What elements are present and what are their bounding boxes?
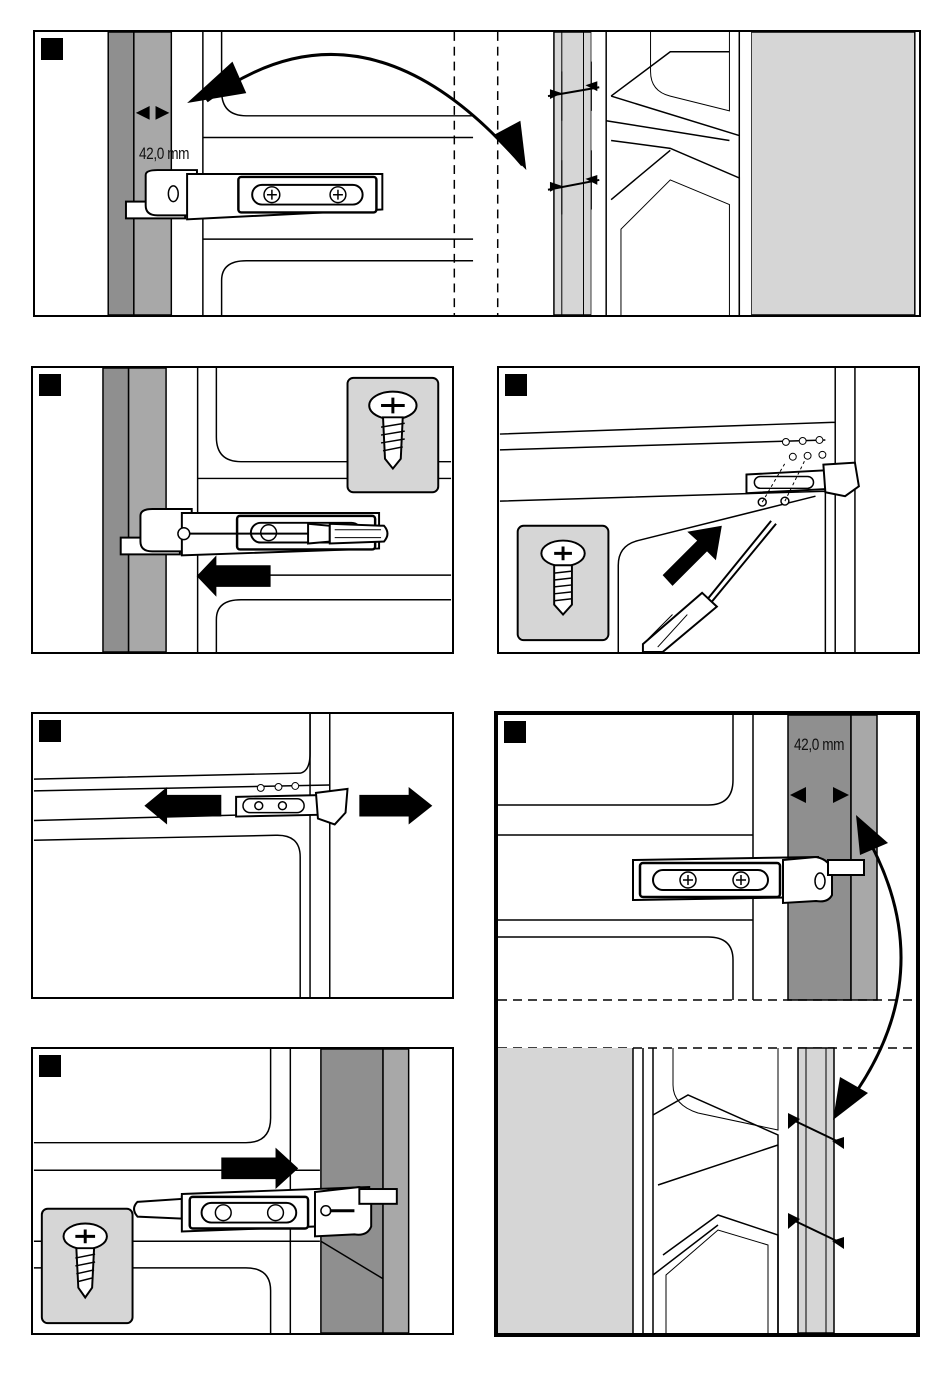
- screw-icon: [518, 526, 609, 640]
- panel-5-drawing: [33, 1049, 452, 1333]
- hinge-icon: [182, 1187, 397, 1236]
- step-marker-5: [39, 1055, 61, 1077]
- panel-6: 42,0 mm: [494, 711, 920, 1337]
- step-marker-4: [39, 720, 61, 742]
- screw-icon: [42, 1209, 133, 1323]
- hinge-icon: [633, 857, 864, 903]
- dimension-label-42mm: 42,0 mm: [794, 735, 844, 755]
- panel-2-drawing: [33, 368, 452, 652]
- panel-6-drawing: [498, 715, 916, 1333]
- panel-1-drawing: [35, 32, 919, 315]
- arrow-icon: [144, 787, 221, 824]
- arrow-icon: [197, 555, 271, 596]
- panel-3-drawing: [499, 368, 918, 652]
- frame-strip: [798, 1048, 834, 1333]
- step-marker-2: [39, 374, 61, 396]
- arrow-icon: [663, 526, 722, 586]
- panel-5: [31, 1047, 454, 1335]
- panel-4: [31, 712, 454, 999]
- step-marker-1: [41, 38, 63, 60]
- panel-4-drawing: [33, 714, 452, 997]
- door-edge-dark: [108, 32, 134, 315]
- screw-icon: [348, 378, 439, 492]
- frame-strip: [554, 32, 591, 315]
- hinge-icon: [126, 170, 382, 219]
- step-marker-3: [505, 374, 527, 396]
- panel-2: [31, 366, 454, 654]
- panel-1: 42,0 mm: [33, 30, 921, 317]
- dimension-label-42mm: 42,0 mm: [139, 144, 189, 164]
- panel-3: [497, 366, 920, 654]
- arrow-icon: [207, 54, 523, 165]
- step-marker-6: [504, 721, 526, 743]
- hinge-icon: [236, 789, 347, 824]
- arrow-icon: [221, 1148, 298, 1189]
- arrow-icon: [359, 787, 432, 824]
